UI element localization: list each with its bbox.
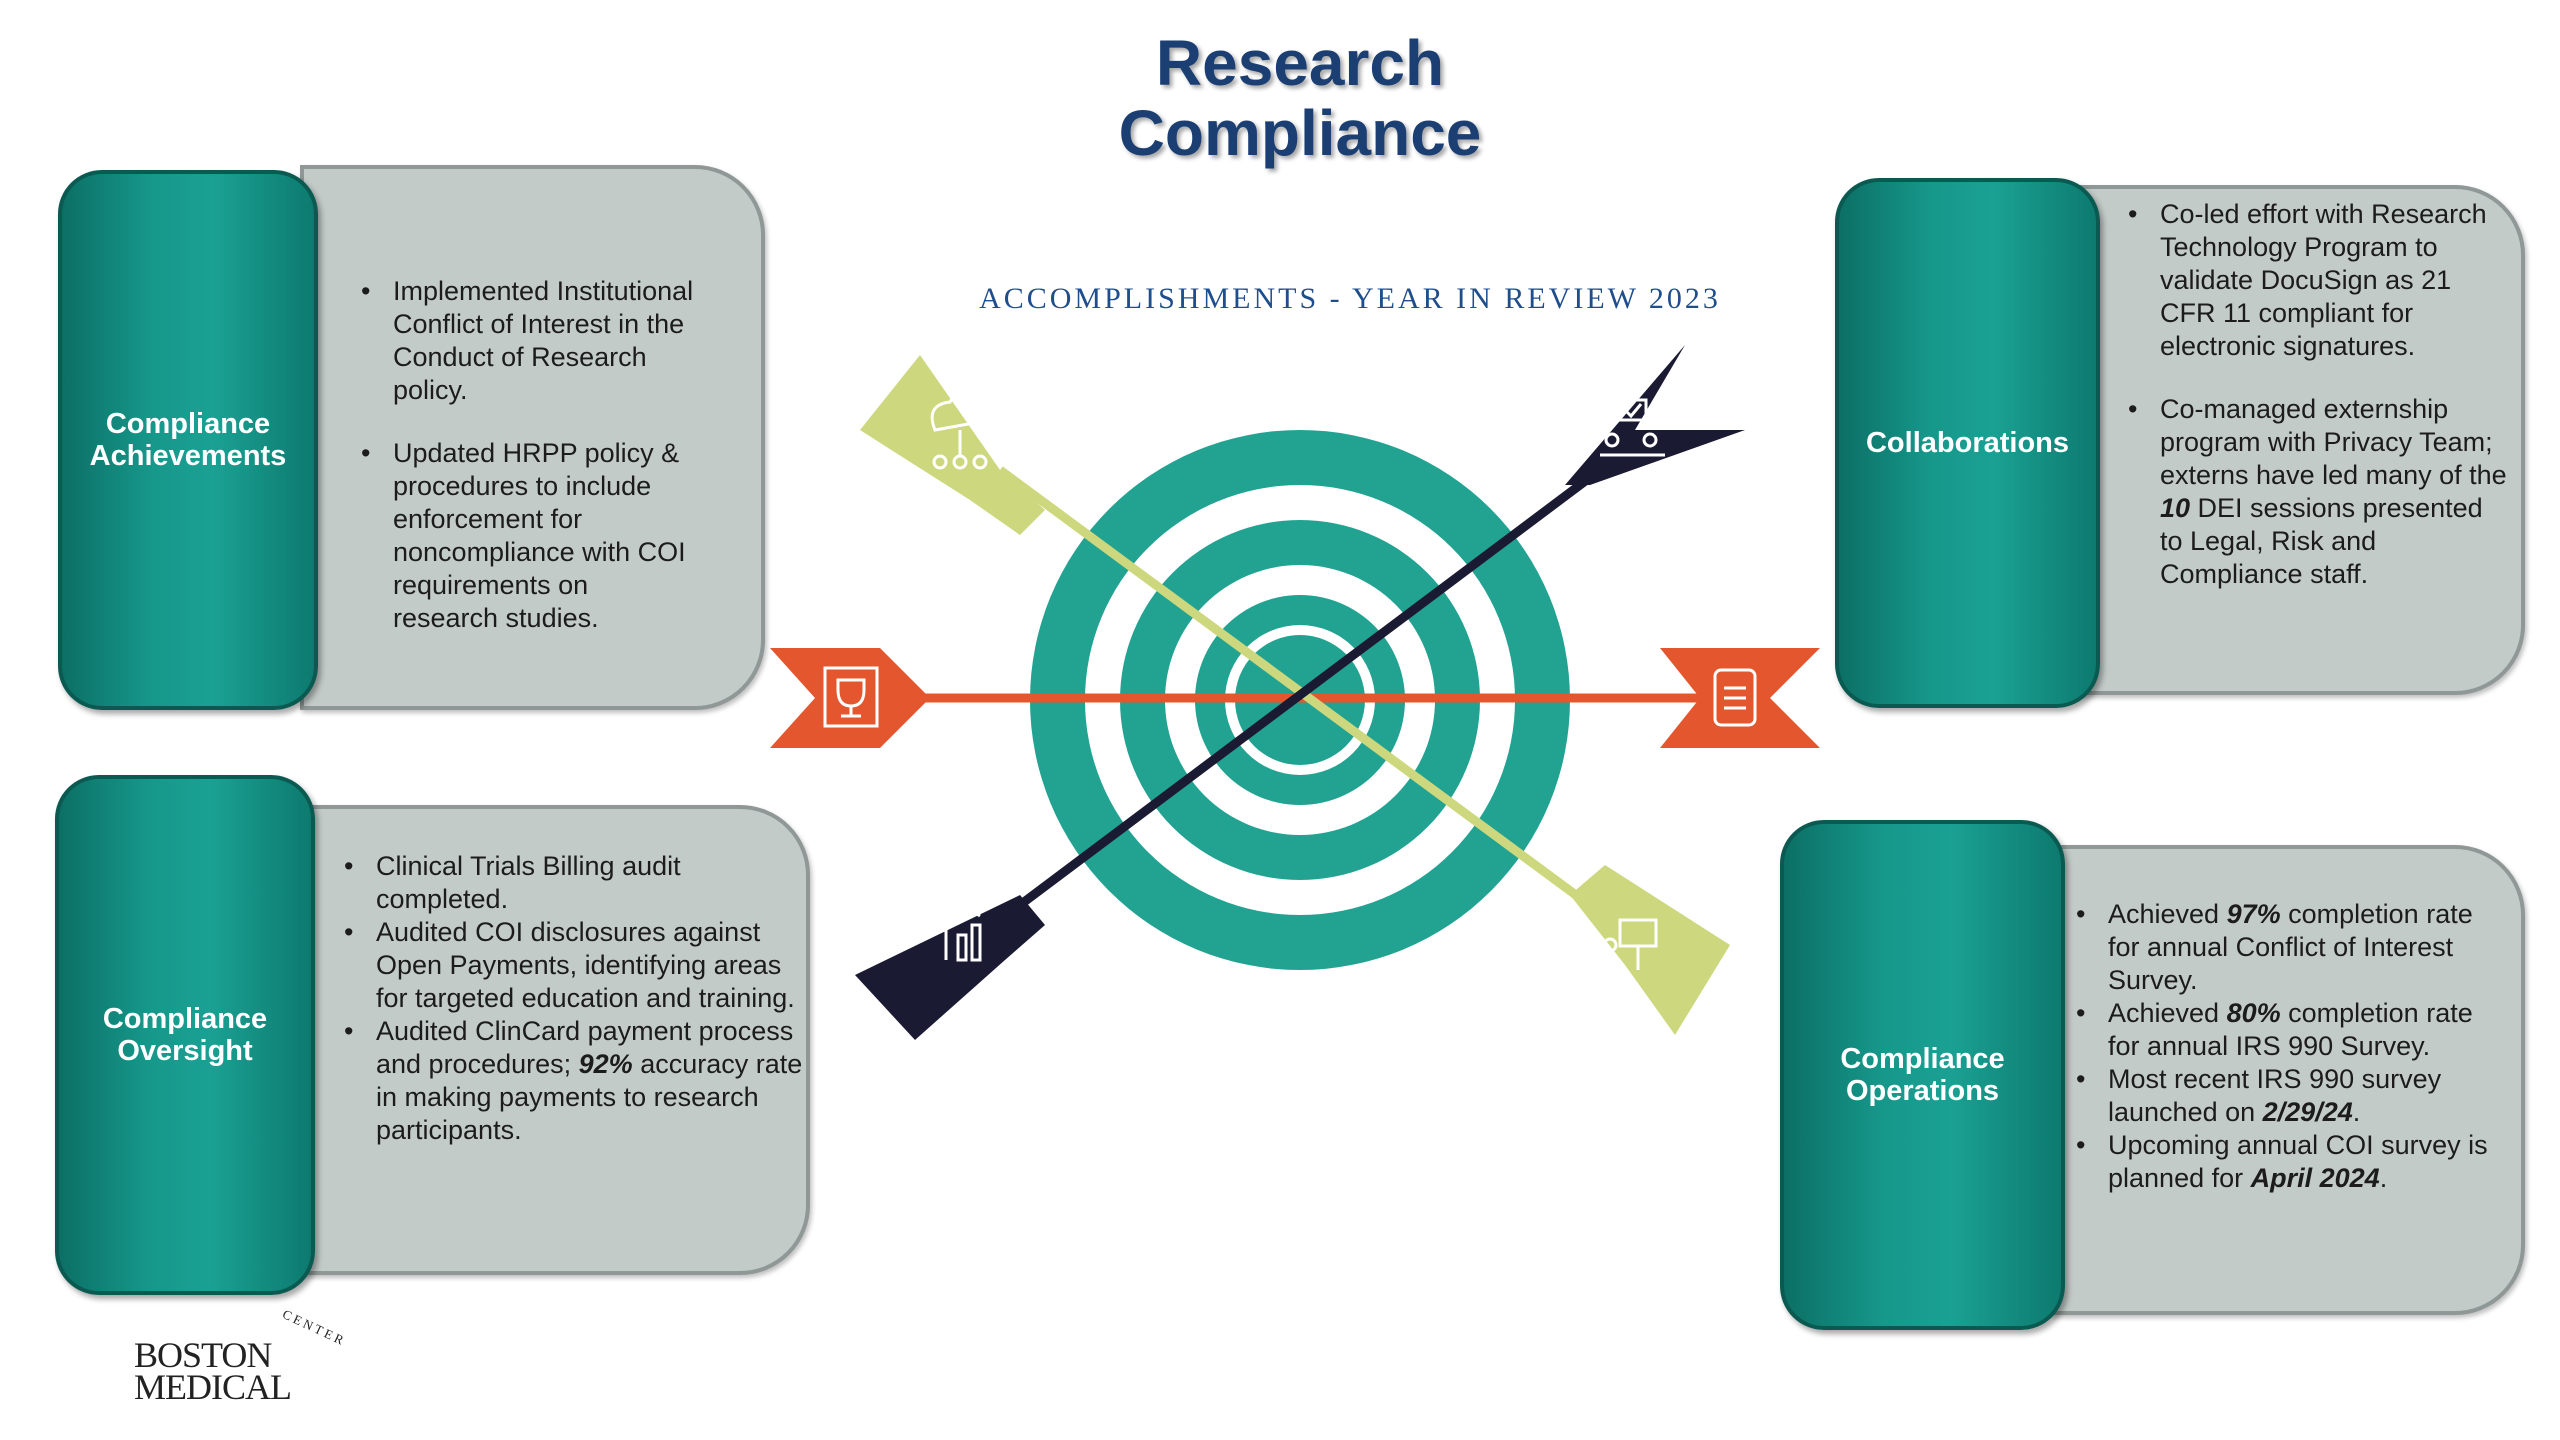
item-text: Most recent IRS 990 survey launched on <box>2108 1064 2442 1127</box>
navy-arrow-fletching <box>855 895 1045 1040</box>
list-item: Achieved 97% completion rate for annual … <box>2070 898 2510 997</box>
logo-line-1: BOSTON <box>134 1335 272 1375</box>
page-title: Research Compliance <box>1040 28 1560 168</box>
list-item: Audited COI disclosures against Open Pay… <box>338 916 803 1015</box>
list-item: Co-led effort with Research Technology P… <box>2122 198 2507 363</box>
cloud-network-icon <box>930 390 999 470</box>
item-text: Achieved <box>2108 899 2227 929</box>
item-emphasis: 2/29/24 <box>2262 1097 2353 1127</box>
item-text: Audited ClinCard payment process and pro… <box>376 1016 794 1079</box>
orange-arrow-fletching <box>770 648 930 748</box>
list-item: Upcoming annual COI survey is planned fo… <box>2070 1129 2510 1195</box>
tab-label-line-2: Operations <box>1845 1075 2000 1107</box>
document-icon <box>1713 668 1757 727</box>
growth-chart-icon <box>938 906 982 962</box>
item-text: . <box>2379 1163 2388 1193</box>
tab-label-line-1: Compliance <box>105 408 271 440</box>
achievements-list: Implemented Institutional Conflict of In… <box>355 275 700 635</box>
lime-arrow-shaft <box>997 466 1633 939</box>
item-emphasis: 97% <box>2226 899 2281 929</box>
collaborations-tab: Collaborations <box>1835 178 2100 708</box>
item-emphasis: 92% <box>578 1049 633 1079</box>
lime-arrow-head <box>1570 865 1730 1035</box>
list-item: Clinical Trials Billing audit completed. <box>338 850 803 916</box>
item-emphasis: 80% <box>2226 998 2281 1028</box>
tab-label-line-1: Compliance <box>102 1003 268 1035</box>
list-item: Implemented Institutional Conflict of In… <box>355 275 700 407</box>
list-item: Most recent IRS 990 survey launched on 2… <box>2070 1063 2510 1129</box>
item-text: Achieved <box>2108 998 2227 1028</box>
trophy-icon <box>823 666 879 728</box>
list-item: Audited ClinCard payment process and pro… <box>338 1015 803 1147</box>
navy-arrow-shaft <box>997 451 1623 924</box>
achievements-tab: Compliance Achievements <box>58 170 318 710</box>
item-text: . <box>2352 1097 2361 1127</box>
oversight-tab: Compliance Oversight <box>55 775 315 1295</box>
logo-line-2: MEDICAL <box>134 1367 292 1407</box>
operations-list: Achieved 97% completion rate for annual … <box>2070 898 2510 1195</box>
title-line-1: Research <box>1155 27 1445 99</box>
collaborations-list: Co-led effort with Research Technology P… <box>2122 198 2507 591</box>
tab-label-line-2: Oversight <box>117 1035 253 1067</box>
item-text: completion rate for annual Conflict of I… <box>2108 899 2473 995</box>
navy-arrow-head <box>1565 345 1745 485</box>
title-line-2: Compliance <box>1118 97 1482 169</box>
lime-arrow-fletching <box>860 355 1045 535</box>
list-item: Updated HRPP policy & procedures to incl… <box>355 437 700 635</box>
oversight-list: Clinical Trials Billing audit completed.… <box>338 850 803 1147</box>
item-text: Co-managed externship program with Priva… <box>2160 394 2507 490</box>
list-item: Achieved 80% completion rate for annual … <box>2070 997 2510 1063</box>
tab-label-line-2: Achievements <box>89 440 287 472</box>
item-emphasis: 10 <box>2160 493 2191 523</box>
item-emphasis: April 2024 <box>2250 1163 2380 1193</box>
page-subtitle: ACCOMPLISHMENTS - YEAR IN REVIEW 2023 <box>979 282 1721 315</box>
team-meeting-icon <box>1600 398 1665 457</box>
presentation-icon <box>1602 918 1658 975</box>
item-text: completion rate for annual IRS 990 Surve… <box>2108 998 2473 1061</box>
list-item: Co-managed externship program with Priva… <box>2122 393 2507 591</box>
operations-tab: Compliance Operations <box>1780 820 2065 1330</box>
item-text: Upcoming annual COI survey is planned fo… <box>2108 1130 2488 1193</box>
item-text: DEI sessions presented to Legal, Risk an… <box>2160 493 2483 589</box>
tab-label-line-1: Collaborations <box>1865 427 2069 459</box>
boston-medical-center-logo: CENTER BOSTON MEDICAL <box>130 1306 349 1420</box>
item-text: accuracy rate in making payments to rese… <box>376 1049 803 1145</box>
tab-label-line-1: Compliance <box>1840 1043 2005 1075</box>
